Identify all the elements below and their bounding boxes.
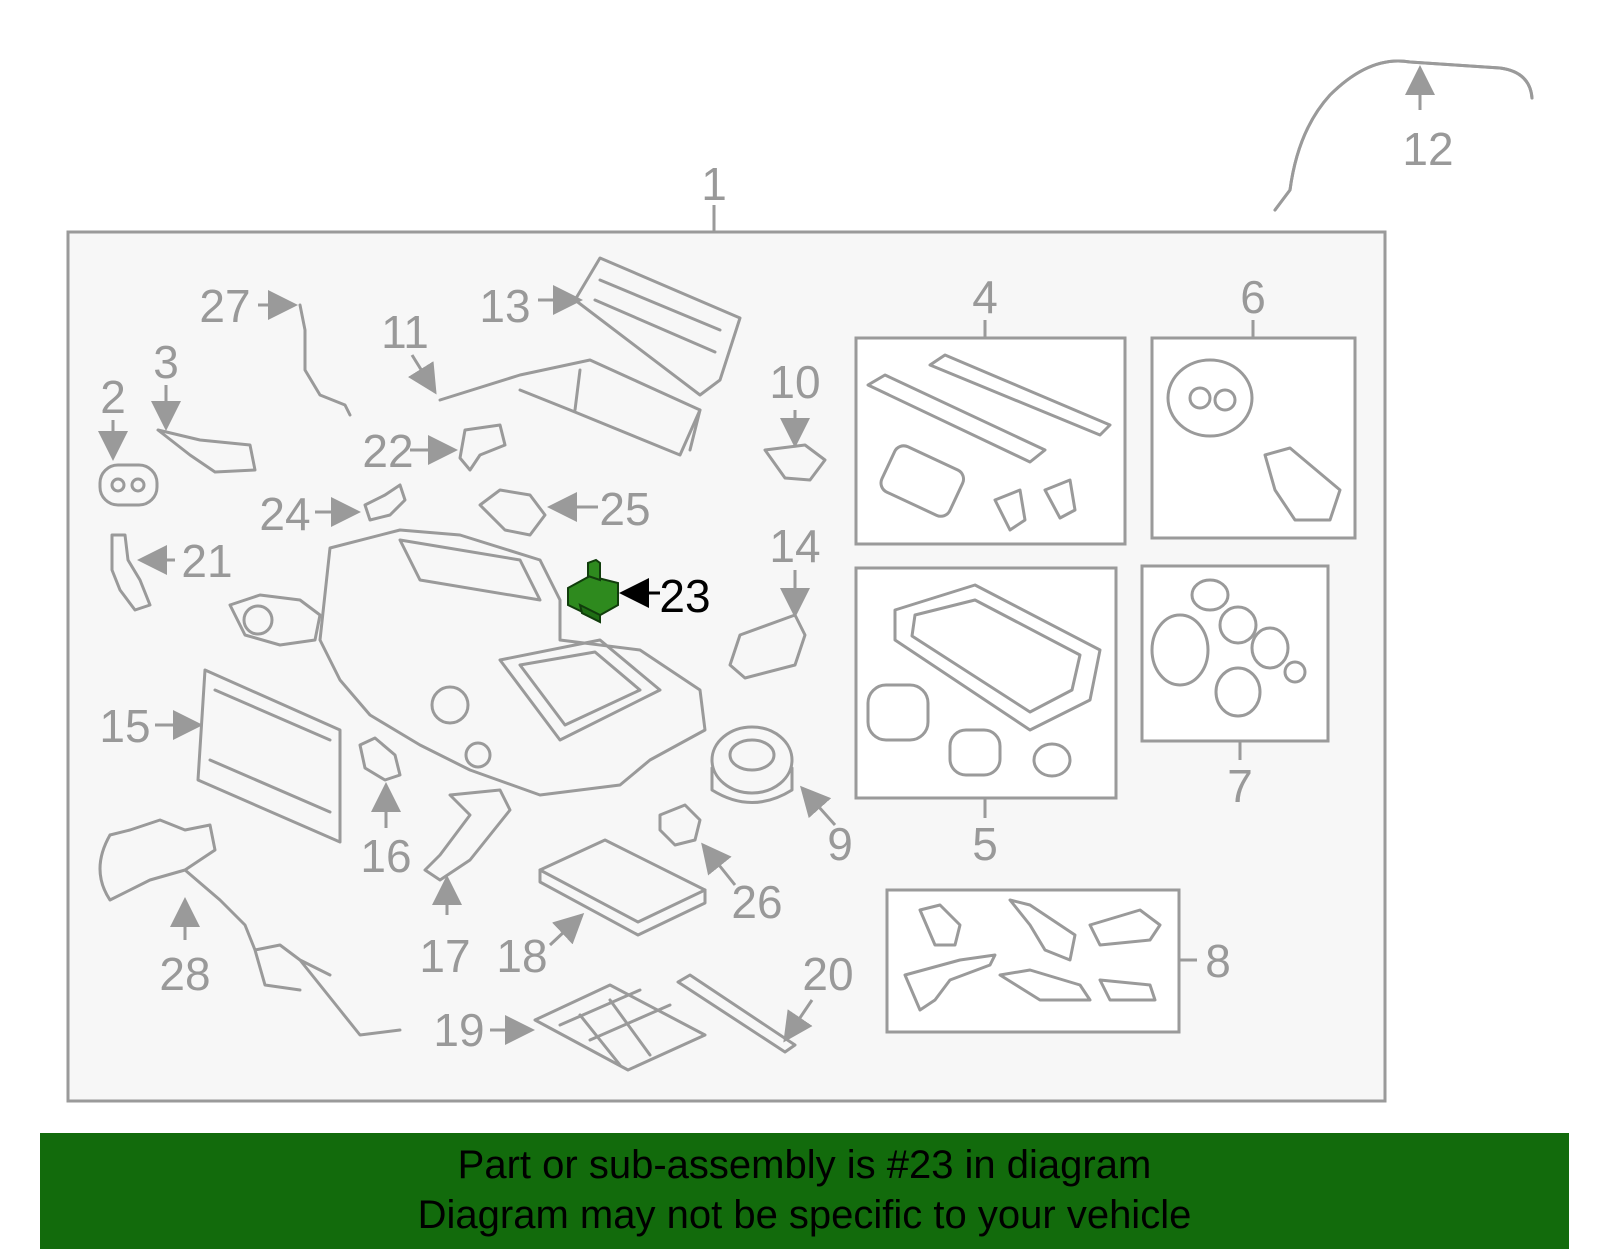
footer-disclaimer: Diagram may not be specific to your vehi… <box>417 1193 1192 1237</box>
group-4-parts <box>866 353 1112 532</box>
hvac-housing <box>228 528 707 797</box>
callout-15: 15 <box>99 700 150 752</box>
group-box-7 <box>1140 564 1330 743</box>
part-26-actuator <box>658 803 702 847</box>
callout-26: 26 <box>731 876 782 928</box>
callout-24: 24 <box>259 488 310 540</box>
group-7-parts <box>1150 578 1307 718</box>
part-24-clip <box>363 483 407 522</box>
callout-23: 23 <box>659 570 710 622</box>
part-20-strip <box>676 973 797 1054</box>
callout-4: 4 <box>972 271 998 323</box>
callout-21: 21 <box>181 535 232 587</box>
part-3-bracket <box>156 428 257 474</box>
callout-20: 20 <box>802 948 853 1000</box>
callout-16: 16 <box>360 830 411 882</box>
part-16-valve <box>358 736 402 782</box>
part-13-duct <box>573 256 742 397</box>
part-18-filter <box>538 838 707 937</box>
callout-8: 8 <box>1205 935 1231 987</box>
callout-13: 13 <box>479 280 530 332</box>
callout-7: 7 <box>1227 760 1253 812</box>
callout-12: 12 <box>1402 123 1453 175</box>
part-27-sensor <box>298 303 352 417</box>
callout-14: 14 <box>769 520 820 572</box>
part-21-bracket <box>110 533 152 612</box>
callout-1: 1 <box>701 158 727 210</box>
callout-11: 11 <box>381 306 429 358</box>
part-9-blower <box>710 725 794 804</box>
part-19-filter-cover <box>533 983 707 1072</box>
callout-10: 10 <box>769 356 820 408</box>
callout-3: 3 <box>153 336 179 388</box>
callout-28: 28 <box>159 948 210 1000</box>
part-15-evaporator <box>196 668 342 844</box>
part-11-tubes <box>438 358 702 457</box>
callout-6: 6 <box>1240 271 1266 323</box>
callout-17: 17 <box>419 930 470 982</box>
callout-22: 22 <box>362 425 413 477</box>
group-box-4 <box>854 336 1127 546</box>
callout-27: 27 <box>199 280 250 332</box>
group-8-parts <box>903 898 1162 1012</box>
part-23-highlighted <box>567 558 619 624</box>
group-6-parts <box>1166 358 1342 522</box>
part-2-seal <box>98 463 159 507</box>
footer-banner: Part or sub-assembly is #23 in diagram D… <box>40 1133 1569 1249</box>
callout-19: 19 <box>433 1004 484 1056</box>
callout-5: 5 <box>972 818 998 870</box>
callout-9: 9 <box>827 818 853 870</box>
callout-2: 2 <box>100 371 126 423</box>
callout-18: 18 <box>496 930 547 982</box>
part-28-wiring-harness <box>98 818 402 1037</box>
part-12-hose <box>1273 59 1534 212</box>
part-25-bracket <box>478 488 547 537</box>
group-5-parts <box>866 583 1102 778</box>
footer-part-note: Part or sub-assembly is #23 in diagram <box>457 1143 1152 1187</box>
part-22-clip <box>458 423 507 472</box>
callout-25: 25 <box>599 483 650 535</box>
